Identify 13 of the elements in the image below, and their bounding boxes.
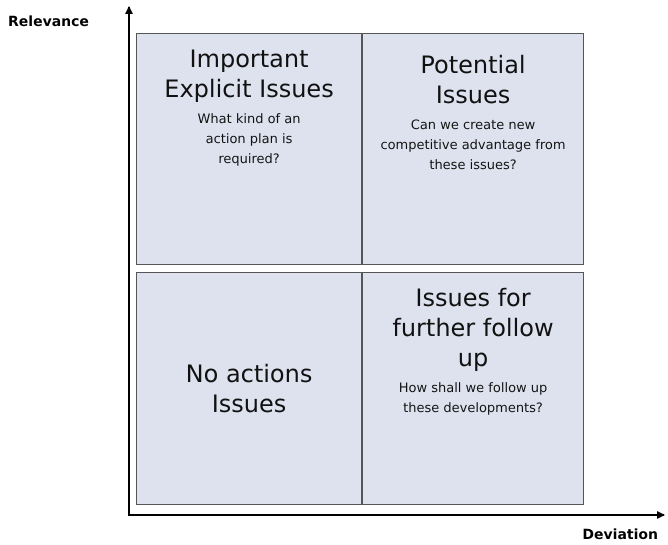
quadrant-heading: Potential Issues [419, 50, 527, 110]
quadrant-question: What kind of an action plan is required? [196, 111, 302, 169]
quadrant-box [362, 33, 584, 265]
quadrant-box [136, 33, 362, 265]
quadrant-box [136, 272, 362, 505]
axis-label: Relevance [8, 15, 89, 29]
quadrant-question: Can we create new competitive advantage from these issues? [379, 117, 567, 175]
quadrant-question: How shall we follow up these developments? [398, 380, 548, 418]
quadrant-box [362, 272, 584, 505]
quadrant-heading: Issues for further follow up [391, 283, 555, 373]
quadrant-heading: No actions Issues [184, 358, 314, 418]
axis-label: Deviation [582, 528, 658, 542]
quadrant-heading: Important Explicit Issues [164, 44, 334, 104]
